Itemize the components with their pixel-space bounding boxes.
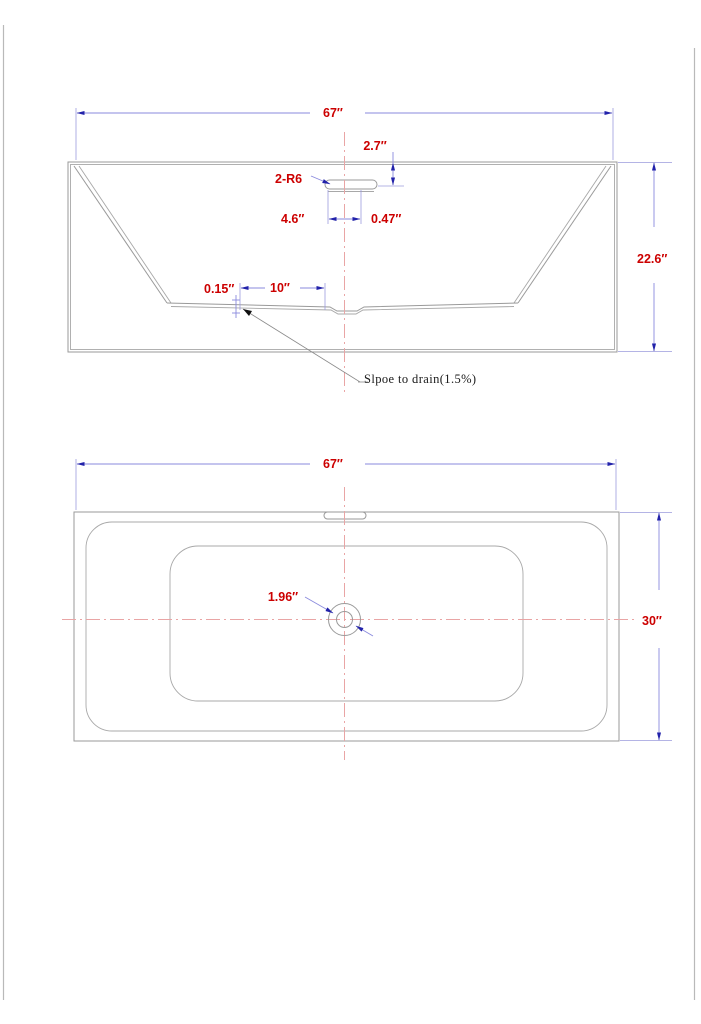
dim-front-overall-height: 22.6″ — [618, 162, 672, 352]
plan-basin — [169, 545, 524, 702]
plan-top-view: 67″ 30″ 1.96″ — [62, 457, 672, 760]
dim-plan-overall-depth: 30″ — [620, 512, 672, 741]
plan-drain — [328, 603, 361, 636]
dim-label-overflow-radius: 2-R6 — [275, 172, 302, 186]
dim-label-plan-width: 67″ — [323, 457, 343, 471]
front-tub-outline — [67, 161, 618, 353]
dim-plan-overall-width: 67″ — [75, 457, 617, 510]
front-elevation-view: 67″ 22.6″ 2.7″ 2-R6 — [67, 106, 672, 392]
dim-label-plan-depth: 30″ — [642, 614, 662, 628]
dim-drain-offset: 10″ — [239, 281, 326, 310]
dim-label-overflow-thickness: 0.47″ — [371, 212, 401, 226]
dim-label-overflow-offset: 4.6″ — [281, 212, 304, 226]
front-inner-walls — [73, 165, 612, 315]
dim-label-drain-diameter: 1.96″ — [268, 590, 298, 604]
dim-label-front-height: 22.6″ — [637, 252, 667, 266]
dim-overflow-thickness: 0.47″ — [371, 212, 401, 226]
dim-drain-diameter: 1.96″ — [268, 590, 374, 637]
dim-label-front-width: 67″ — [323, 106, 343, 120]
sheet-border — [2, 25, 696, 1000]
dim-label-floor-step: 0.15″ — [204, 282, 234, 296]
callout-overflow-radius: 2-R6 — [275, 172, 331, 186]
dim-label-drain-offset: 10″ — [270, 281, 290, 295]
dim-front-overall-width: 67″ — [75, 106, 614, 160]
dim-label-overflow-height: 2.7″ — [363, 139, 386, 153]
dim-floor-step: 0.15″ — [204, 282, 240, 318]
dim-overflow-offset: 4.6″ — [281, 190, 362, 226]
front-overflow-slot — [324, 179, 378, 192]
plan-rim-inner — [85, 521, 608, 732]
note-label-slope: Slpoe to drain(1.5%) — [364, 372, 477, 386]
dim-overflow-height: 2.7″ — [363, 139, 404, 187]
note-slope-to-drain: Slpoe to drain(1.5%) — [242, 308, 477, 386]
